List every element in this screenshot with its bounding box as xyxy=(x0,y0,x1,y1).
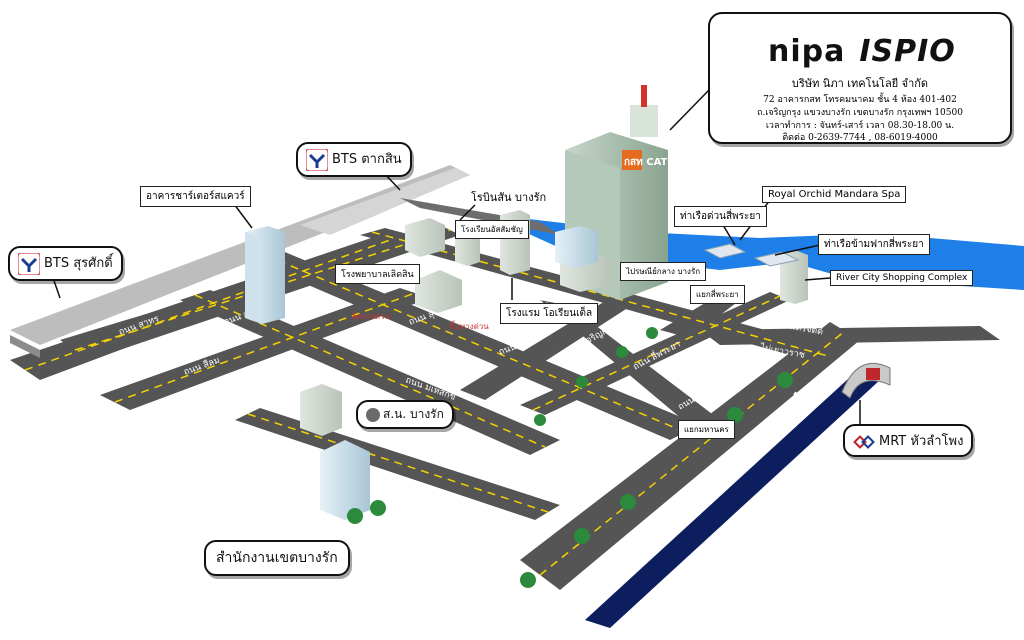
label-post-office: ไปรษณีย์กลาง บางรัก xyxy=(620,262,707,281)
police-station-building xyxy=(300,384,342,436)
school-building xyxy=(455,233,480,266)
label-charter-square: อาคารชาร์เตอร์สแควร์ xyxy=(140,186,251,207)
company-district: ถ.เจริญกรุง แขวงบางรัก เขตบางรัก กรุงเทพ… xyxy=(757,108,963,118)
charter-square-building xyxy=(245,226,285,324)
police-label: ส.น. บางรัก xyxy=(383,407,444,421)
label-oriental-hotel: โรงแรม โอเรียนเต็ล xyxy=(500,303,599,324)
company-contact: ติดต่อ 0-2639-7744 , 08-6019-4000 xyxy=(782,133,938,143)
callout-police-station: ส.น. บางรัก xyxy=(356,400,454,429)
label-siphraya-junction: แยกสี่พระยา xyxy=(690,285,745,304)
label-river-city: River City Shopping Complex xyxy=(830,270,974,286)
label-robinson: โรบินสัน บางรัก xyxy=(471,191,547,204)
mrt-logo-icon xyxy=(853,434,875,449)
bts-logo-icon xyxy=(18,252,40,275)
police-emblem-icon xyxy=(366,407,380,422)
label-assumption-school: โรงเรียนอัสสัมชัญ xyxy=(455,220,529,239)
bts-surasak-label: BTS สุรศักดิ์ xyxy=(44,256,113,271)
callout-district-office: สำนักงานเขตบางรัก xyxy=(204,540,350,576)
label-alley-2: ขึ้นทางด่วน xyxy=(449,322,489,331)
company-address: 72 อาคารกสท โทรคมนาคม ชั้น 4 ห้อง 401-40… xyxy=(763,95,957,105)
robinson-building xyxy=(405,218,445,257)
label-mahanakorn-junction: แยกมหานคร xyxy=(678,420,735,439)
label-alley-1: ลัดทางด่วน xyxy=(351,312,390,321)
callout-mrt-hualamphong: MRT หัวลำโพง xyxy=(843,424,974,457)
company-hours: เวลาทำการ : จันทร์-เสาร์ เวลา 08.30-18.0… xyxy=(765,121,955,131)
mrt-line xyxy=(585,368,880,628)
hospital-building xyxy=(415,270,462,313)
label-royal-orchid: Royal Orchid Mandara Spa xyxy=(762,186,907,203)
label-cross-river-pier: ท่าเรือข้ามฟากสี่พระยา xyxy=(818,234,930,255)
label-express-pier: ท่าเรือด่วนสี่พระยา xyxy=(674,206,767,227)
district-office-building xyxy=(320,440,370,520)
company-name: บริษัท นิภา เทคโนโลยี จำกัด xyxy=(791,77,929,90)
mrt-label: MRT หัวลำโพง xyxy=(879,434,964,449)
callout-bts-saphan-taksin: BTS ตากสิน xyxy=(296,142,412,177)
river-city-building xyxy=(780,250,808,304)
bts-track xyxy=(10,165,470,358)
river-side-building xyxy=(555,226,598,268)
cat-sign: กสท CAT xyxy=(624,157,668,168)
bts-saphan-label: BTS ตากสิน xyxy=(332,152,402,167)
label-lerdsin-hospital: โรงพยาบาลเลิดสิน xyxy=(335,264,420,284)
trees xyxy=(347,327,793,588)
boats xyxy=(703,243,800,267)
mrt-station xyxy=(841,363,891,399)
bts-logo-icon xyxy=(306,148,328,171)
callout-bts-surasak: BTS สุรศักดิ์ xyxy=(8,246,123,281)
